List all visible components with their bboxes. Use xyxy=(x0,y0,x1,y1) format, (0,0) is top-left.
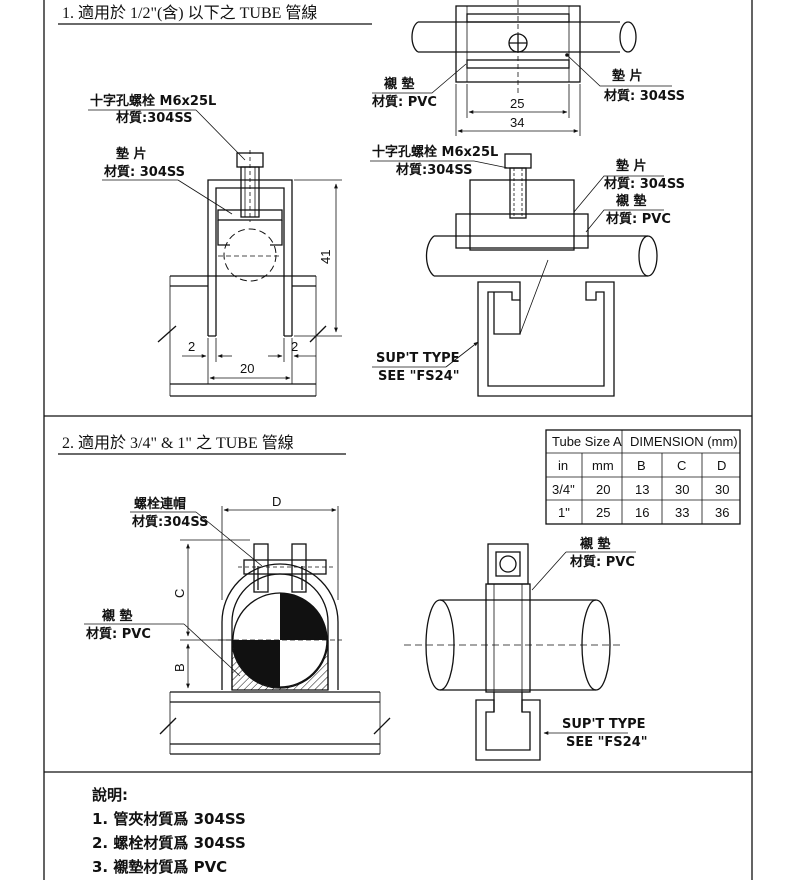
s2-support-type: SUP'T TYPE xyxy=(562,717,646,732)
note-item: 3. 襯墊材質爲 PVC xyxy=(92,858,227,876)
s1-support-type: SUP'T TYPE xyxy=(376,351,460,366)
notes-heading: 說明: xyxy=(92,786,128,804)
table-head-dimension: DIMENSION (mm) xyxy=(630,434,738,449)
table-head-in: in xyxy=(558,458,568,473)
table-cell: 33 xyxy=(675,505,689,520)
s1-side-liner-label: 襯 墊 xyxy=(615,193,647,209)
section2-side-view: 襯 墊 材質: PVC SUP'T TYPE SEE "FS24" xyxy=(404,536,648,761)
notes-block: 說明: 1. 管夾材質爲 304SS 2. 螺栓材質爲 304SS 3. 襯墊材… xyxy=(92,786,246,876)
s1-left-washer-label: 墊 片 xyxy=(116,146,147,162)
s1-dim-height: 41 xyxy=(318,250,333,264)
section1-top-view: 墊 片 材質: 304SS 襯 墊 材質: PVC 25 34 xyxy=(372,0,685,136)
table-head-d: D xyxy=(717,458,726,473)
s1-side-bolt-label: 十字孔螺栓 M6x25L xyxy=(372,144,498,160)
s2-side-liner-label: 襯 墊 xyxy=(579,536,611,552)
s1-left-bolt-material: 材質:304SS xyxy=(116,110,192,126)
table-cell: 3/4" xyxy=(552,482,575,497)
s1-side-liner-material: 材質: PVC xyxy=(606,211,671,227)
s2-dim-b: B xyxy=(172,663,187,672)
s1-dim-inner: 25 xyxy=(510,96,524,111)
note-item: 1. 管夾材質爲 304SS xyxy=(92,810,246,828)
sheet-frame xyxy=(43,0,753,880)
section1-front-view: 十字孔螺栓 M6x25L 材質:304SS 墊 片 材質: 304SS 4 xyxy=(88,93,342,397)
table-head-tube-size: Tube Size A xyxy=(552,434,622,449)
section2-title: 2. 適用於 3/4" & 1" 之 TUBE 管線 xyxy=(62,434,294,452)
table-cell: 20 xyxy=(596,482,610,497)
s1-dim-outer: 34 xyxy=(510,115,524,130)
s2-dim-c: C xyxy=(172,589,187,598)
s2-liner-label: 襯 墊 xyxy=(101,608,133,624)
table-cell: 16 xyxy=(635,505,649,520)
section1-title: 1. 適用於 1/2"(含) 以下之 TUBE 管線 xyxy=(62,4,317,22)
s2-side-liner-material: 材質: PVC xyxy=(570,554,635,570)
s2-bolt-material: 材質:304SS xyxy=(132,514,208,530)
s1-support-see: SEE "FS24" xyxy=(378,369,460,384)
s1-dim-width: 20 xyxy=(240,361,254,376)
s1-dim-left: 2 xyxy=(188,339,195,354)
table-head-c: C xyxy=(677,458,686,473)
s1-side-bolt-material: 材質:304SS xyxy=(396,162,472,178)
s1-top-liner-label: 襯 墊 xyxy=(383,76,415,92)
s2-liner-material: 材質: PVC xyxy=(86,626,151,642)
table-cell: 1" xyxy=(558,505,570,520)
s1-left-bolt-label: 十字孔螺栓 M6x25L xyxy=(90,93,216,109)
table-cell: 30 xyxy=(675,482,689,497)
table-cell: 13 xyxy=(635,482,649,497)
s1-dim-right: 2 xyxy=(291,339,298,354)
table-cell: 30 xyxy=(715,482,729,497)
s2-bolt-label: 螺栓連帽 xyxy=(134,496,186,512)
section1-side-view: 十字孔螺栓 M6x25L 材質:304SS 墊 片 材質: 304SS 襯 墊 … xyxy=(370,144,685,397)
s1-top-liner-material: 材質: PVC xyxy=(372,94,437,110)
note-item: 2. 螺栓材質爲 304SS xyxy=(92,834,246,852)
table-head-b: B xyxy=(637,458,646,473)
s1-top-washer-label: 墊 片 xyxy=(612,68,643,84)
dimension-table: Tube Size A DIMENSION (mm) in mm B C D 3… xyxy=(545,429,741,525)
table-cell: 25 xyxy=(596,505,610,520)
s1-left-washer-material: 材質: 304SS xyxy=(104,164,185,180)
s2-support-see: SEE "FS24" xyxy=(566,735,648,750)
table-cell: 36 xyxy=(715,505,729,520)
table-head-mm: mm xyxy=(592,458,614,473)
section2-front-view: 螺栓連帽 材質:304SS D C B 襯 墊 材質: PV xyxy=(84,494,391,755)
s1-side-washer-material: 材質: 304SS xyxy=(604,176,685,192)
s1-side-washer-label: 墊 片 xyxy=(616,158,647,174)
s1-top-washer-material: 材質: 304SS xyxy=(604,88,685,104)
s2-dim-d: D xyxy=(272,494,281,509)
